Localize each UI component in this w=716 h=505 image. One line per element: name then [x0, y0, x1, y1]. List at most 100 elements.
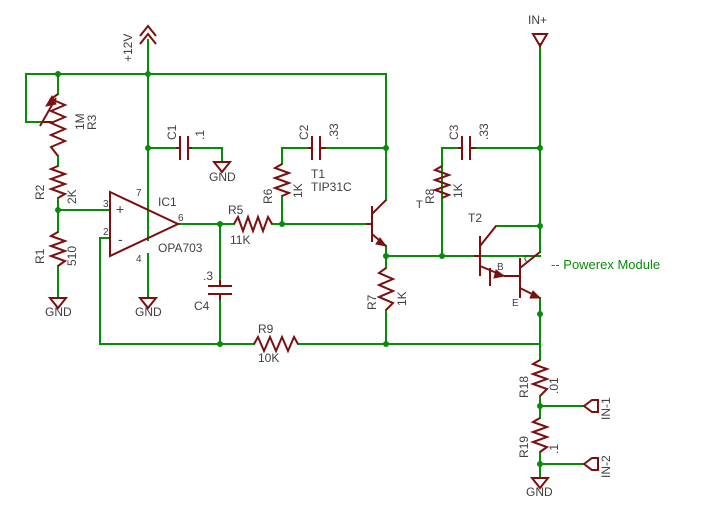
- t1-name: T1: [311, 167, 325, 181]
- r5-name: R5: [228, 203, 244, 217]
- r1-name: R1: [33, 248, 47, 264]
- resistor-r3: 1M R3: [39, 93, 99, 157]
- capacitor-c4: .3 C4: [194, 269, 232, 313]
- supply-12v-symbol: +12V: [121, 24, 157, 62]
- junction: [537, 403, 543, 409]
- inplus-label: IN+: [528, 13, 547, 27]
- junction: [217, 221, 223, 227]
- r7-name: R7: [365, 294, 379, 310]
- t2-name: T2: [468, 211, 482, 225]
- wire-r3-wiper: [25, 73, 43, 123]
- gnd-symbol: GND: [526, 477, 553, 499]
- t1-part: TIP31C: [311, 180, 352, 194]
- powerex-module-note: -- Powerex Module: [551, 257, 660, 272]
- resistor-r6: R6 1K: [261, 163, 305, 204]
- wire-t1-emitter: [385, 245, 541, 257]
- junction: [383, 341, 389, 347]
- t2-base-label: B: [497, 262, 504, 273]
- ic1-name: IC1: [158, 195, 177, 209]
- resistor-r8: R8 1K: [423, 165, 465, 204]
- junction: [383, 253, 389, 259]
- junction: [55, 207, 61, 213]
- opamp-minus-sign: -: [118, 231, 123, 247]
- r6-value: 1K: [291, 183, 305, 198]
- junction: [537, 145, 543, 151]
- inminus1-terminal: IN-1: [582, 397, 613, 420]
- r9-value: 10K: [258, 351, 279, 365]
- junction: [383, 145, 389, 151]
- gnd-symbol: GND: [209, 161, 236, 184]
- r6-name: R6: [261, 188, 275, 204]
- resistor-r5: R5 11K: [228, 203, 273, 247]
- r9-name: R9: [258, 322, 274, 336]
- wire-inv-feedback: [99, 237, 255, 345]
- resistor-r18: R18 .01: [517, 359, 561, 398]
- junction: [55, 71, 61, 77]
- r3-value: 1M: [73, 113, 87, 130]
- resistor-r7: R7 1K: [365, 267, 409, 311]
- c4-name: C4: [194, 299, 210, 313]
- inminus2-terminal: IN-2: [582, 455, 613, 478]
- t2-collector-label: C: [524, 254, 531, 265]
- r19-value: .1: [547, 444, 561, 454]
- c1-value: .1: [193, 130, 207, 140]
- c2-value: .33: [327, 123, 341, 140]
- ic1-part: OPA703: [158, 241, 203, 255]
- r2-value: 2K: [65, 189, 79, 204]
- gnd-label: GND: [526, 485, 553, 499]
- r5-value: 11K: [230, 233, 250, 247]
- r3-name: R3: [85, 114, 99, 130]
- wire-r6-c2: [281, 147, 309, 165]
- transistor-t2-module: T2 T B C E: [416, 199, 542, 309]
- wires: [25, 39, 585, 479]
- junction: [279, 221, 285, 227]
- r8-value: 1K: [451, 183, 465, 198]
- junction: [145, 71, 151, 77]
- junction: [217, 341, 223, 347]
- junction: [145, 145, 151, 151]
- gnd-symbol: GND: [135, 297, 162, 319]
- c3-value: .33: [477, 123, 491, 140]
- pin-number: 6: [178, 213, 184, 224]
- t2-emitter-label: E: [512, 298, 519, 309]
- inminus2-label: IN-2: [599, 455, 613, 478]
- r18-value: .01: [547, 377, 561, 394]
- c1-name: C1: [165, 124, 179, 140]
- resistor-r1: R1 510: [33, 231, 79, 267]
- inminus1-label: IN-1: [599, 397, 613, 420]
- r2-name: R2: [33, 184, 47, 200]
- pin-number: 4: [136, 254, 142, 265]
- r8-name: R8: [423, 188, 437, 204]
- opamp-ic1: + - 3 2 7 4 6 IC1 OPA703: [103, 188, 203, 265]
- junction: [537, 311, 543, 317]
- junction: [537, 223, 543, 229]
- inplus-terminal: IN+: [528, 13, 549, 48]
- gnd-label: GND: [209, 170, 236, 184]
- wire-c1-gnd: [191, 147, 223, 163]
- t2-t-mark: T: [416, 199, 423, 211]
- r18-name: R18: [517, 376, 531, 398]
- gnd-label: GND: [135, 305, 162, 319]
- gnd-label: GND: [45, 305, 72, 319]
- r1-value: 510: [65, 246, 79, 266]
- c4-value: .3: [203, 269, 213, 283]
- transistor-t1: T1 TIP31C: [311, 167, 388, 247]
- r19-name: R19: [517, 436, 531, 458]
- capacitor-c2: C2 .33: [297, 123, 341, 160]
- c2-name: C2: [297, 124, 311, 140]
- junction: [439, 253, 445, 259]
- capacitor-c3: C3 .33: [447, 123, 491, 160]
- junctions: [55, 71, 543, 467]
- junction: [537, 461, 543, 467]
- resistor-r19: R19 .1: [517, 417, 561, 458]
- pin-number: 7: [136, 188, 142, 199]
- pin-number: 2: [103, 227, 109, 238]
- gnd-symbol: GND: [45, 297, 72, 319]
- opamp-plus-sign: +: [116, 201, 124, 217]
- resistor-r9: R9 10K: [253, 322, 299, 365]
- c3-name: C3: [447, 124, 461, 140]
- resistor-r2: R2 2K: [33, 165, 79, 204]
- r7-value: 1K: [395, 291, 409, 306]
